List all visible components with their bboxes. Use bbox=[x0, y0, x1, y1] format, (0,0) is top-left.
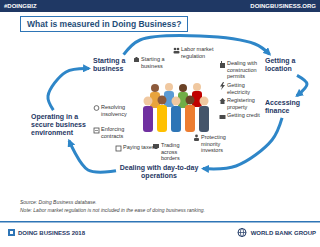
indicator-label: Trading across borders bbox=[161, 142, 195, 162]
publisher-name: WORLD BANK GROUP bbox=[248, 230, 316, 236]
footer-rule bbox=[0, 221, 320, 223]
indicator-icon bbox=[177, 48, 180, 51]
indicator-icon bbox=[95, 130, 98, 131]
people-illustration bbox=[158, 96, 167, 105]
indicator-icon bbox=[155, 148, 158, 149]
cycle-arrow bbox=[48, 69, 89, 111]
stage-text: Dealing with day-to-day operations bbox=[119, 164, 199, 180]
indicator-label: Resolving insolvency bbox=[101, 104, 135, 117]
indicator-icon bbox=[220, 115, 226, 119]
indicator-label: Getting credit bbox=[227, 112, 261, 119]
footer-rule bbox=[0, 221, 320, 223]
indicator-label: Registering property bbox=[227, 97, 261, 110]
people-illustration bbox=[157, 105, 167, 132]
indicator-label: Enforcing contracts bbox=[101, 126, 135, 139]
people-illustration bbox=[179, 84, 187, 92]
indicator-icon bbox=[94, 106, 99, 111]
indicator-icon bbox=[136, 57, 138, 58]
indicator-icon bbox=[220, 98, 226, 101]
indicator-icon bbox=[94, 128, 99, 133]
stage-text: Starting a business bbox=[93, 57, 131, 73]
stage-label: Getting a location bbox=[264, 56, 306, 74]
indicator-icon bbox=[221, 61, 222, 63]
report-logo bbox=[10, 231, 13, 234]
people-illustration bbox=[165, 83, 173, 91]
globe-logo bbox=[238, 229, 246, 237]
people-illustration bbox=[185, 105, 195, 132]
stage-text: Accessing finance bbox=[265, 99, 309, 115]
indicator-label: Labor market regulation bbox=[181, 46, 219, 59]
people-illustration bbox=[186, 96, 195, 105]
indicator-icon bbox=[220, 82, 225, 90]
report-logo bbox=[8, 229, 15, 236]
indicator-icon bbox=[220, 63, 225, 68]
people-illustration bbox=[172, 97, 181, 106]
indicator-icon bbox=[174, 51, 180, 54]
indicator-icon bbox=[194, 138, 199, 141]
indicator-icon bbox=[174, 48, 177, 51]
cycle-arrow bbox=[69, 141, 116, 172]
people-illustration bbox=[193, 83, 201, 91]
header-band bbox=[0, 0, 320, 12]
cycle-arrow bbox=[297, 75, 307, 95]
indicator-label: Dealing with construction permits bbox=[227, 60, 261, 80]
stage-label: Dealing with day-to-day operations bbox=[118, 163, 200, 181]
indicator-icon bbox=[221, 101, 225, 104]
people-illustration bbox=[143, 83, 209, 132]
indicator-label: Starting a business bbox=[141, 56, 173, 69]
stage-text: Operating in a secure business environme… bbox=[31, 113, 87, 137]
report-name: DOING BUSINESS 2018 bbox=[18, 230, 118, 236]
indicator-icon bbox=[116, 146, 121, 151]
header-band bbox=[0, 0, 320, 12]
people-illustration bbox=[151, 84, 159, 92]
indicator-icon bbox=[195, 135, 198, 138]
header-tag: #DOINGBIZ bbox=[4, 3, 84, 9]
stage-label: Accessing finance bbox=[264, 98, 310, 116]
indicator-label: Getting electricity bbox=[227, 82, 261, 95]
indicator-label: Paying taxes bbox=[123, 144, 155, 151]
indicator-icon bbox=[134, 58, 139, 62]
title-box: What is measured in Doing Business? bbox=[20, 16, 188, 32]
footnote: Note: Labor market regulation is not inc… bbox=[20, 207, 310, 213]
globe-logo bbox=[238, 232, 246, 233]
header-url: DOINGBUSINESS.ORG bbox=[200, 3, 316, 9]
people-illustration bbox=[144, 97, 153, 106]
globe-logo bbox=[238, 229, 246, 237]
people-illustration bbox=[199, 106, 209, 132]
source-note: Source: Doing Business database. bbox=[20, 199, 300, 205]
stage-label: Operating in a secure business environme… bbox=[30, 112, 88, 138]
stage-text: Getting a location bbox=[265, 57, 305, 73]
people-illustration bbox=[143, 106, 153, 132]
indicator-label: Protecting minority investors bbox=[201, 134, 239, 154]
report-logo bbox=[8, 229, 15, 236]
people-illustration bbox=[200, 97, 209, 106]
stage-label: Starting a business bbox=[92, 56, 132, 74]
people-illustration bbox=[171, 106, 181, 132]
